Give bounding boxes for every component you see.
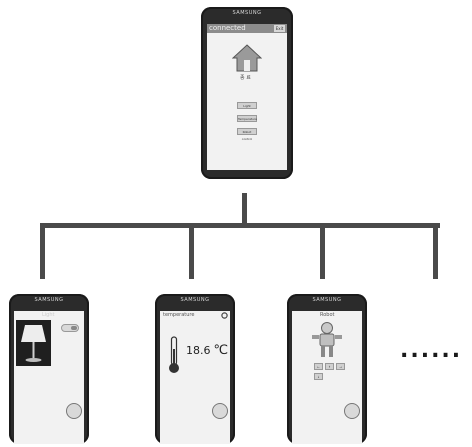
screen-title: Light [42,312,55,318]
home-caption: 종 료 [240,75,251,81]
robot-up-button[interactable]: ↑ [325,363,334,370]
trunk-connector [242,193,247,227]
device-phone-temperature: SAMSUNG temperature 18.6℃ [155,294,235,444]
robot-left-button[interactable]: ← [314,363,323,370]
lamp-photo [16,320,51,366]
phone-brand: SAMSUNG [232,10,262,16]
home-icon [232,44,262,72]
device-phone-lamp: SAMSUNG Light [9,294,89,444]
menu-item-robot[interactable]: Robot control [237,128,257,141]
hub-screen: connected Exit 종 료 Light Temperature Rob… [207,24,287,170]
temperature-reading: 18.6℃ [186,343,228,358]
phone-brand: SAMSUNG [180,297,210,303]
app-logo-icon [212,403,228,419]
menu-item-light[interactable]: Light [237,102,257,109]
lamp-icon [21,325,46,362]
more-devices-indicator: ...... [400,338,463,363]
drop-connector-4 [433,223,438,279]
screen-title: Robot [320,312,335,318]
drop-connector-2 [189,223,194,279]
drop-connector-1 [40,223,45,279]
temperature-screen: temperature 18.6℃ [160,311,230,444]
exit-button[interactable]: Exit [274,25,285,32]
status-header: connected Exit [207,24,287,33]
temperature-value: 18.6 [186,344,211,357]
hub-phone: SAMSUNG connected Exit 종 료 Light Tempera… [201,7,293,179]
drop-connector-3 [320,223,325,279]
bus-connector [40,223,440,228]
thermometer-icon [169,336,179,373]
robot-right-button[interactable]: → [336,363,345,370]
refresh-icon[interactable] [221,312,228,319]
device-phone-robot: SAMSUNG Robot ← ↑ → ↓ [287,294,367,444]
light-toggle[interactable] [61,324,79,332]
phone-brand: SAMSUNG [312,297,342,303]
screen-title: temperature [163,312,195,318]
status-title: connected [209,24,246,32]
temperature-unit: ℃ [213,343,229,358]
phone-brand: SAMSUNG [34,297,64,303]
robot-down-button[interactable]: ↓ [314,373,323,380]
menu-item-temperature[interactable]: Temperature [237,115,258,122]
app-logo-icon [66,403,82,419]
lamp-screen: Light [14,311,84,444]
robot-screen: Robot ← ↑ → ↓ [292,311,362,444]
robot-icon [312,322,342,357]
app-logo-icon [344,403,360,419]
